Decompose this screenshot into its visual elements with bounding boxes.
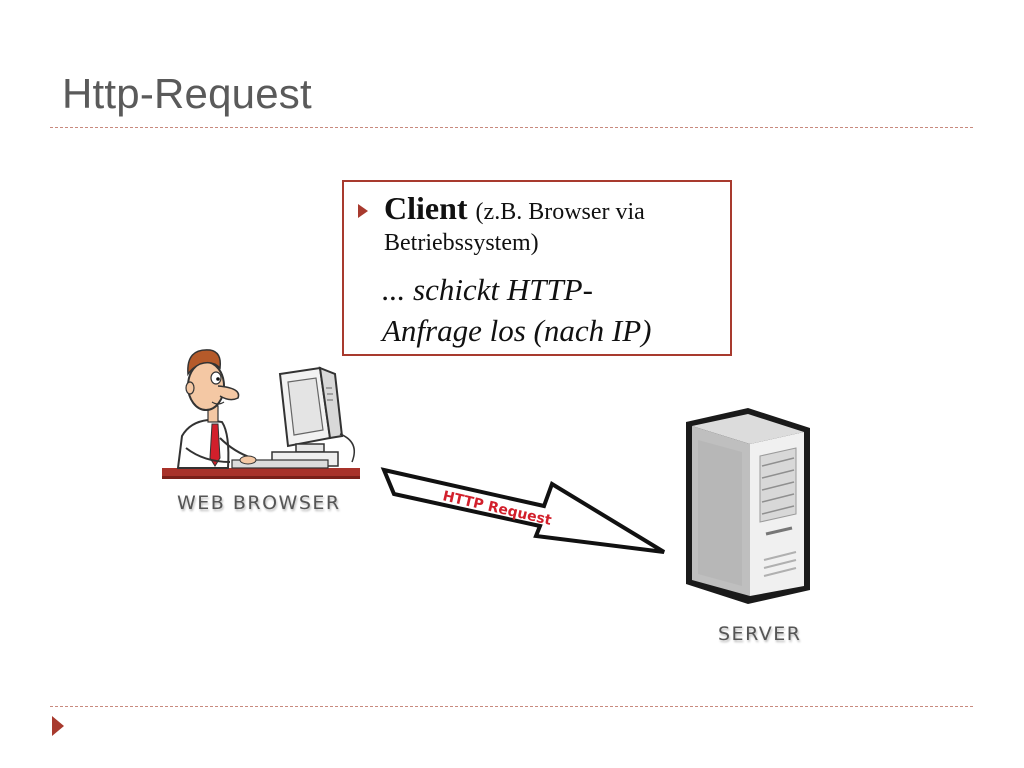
http-request-arrow: HTTP Request — [380, 467, 666, 554]
title-divider — [50, 127, 973, 128]
italic-line-2: Anfrage los (nach IP) — [382, 313, 652, 348]
slide-title: Http-Request — [62, 70, 312, 117]
web-browser-label: WEB BROWSER — [177, 492, 341, 514]
server-illustration — [686, 408, 810, 604]
bullet-line-2: Betriebssystem) — [384, 230, 539, 256]
bullet-arrow-icon — [358, 204, 368, 218]
footer-arrow-icon — [52, 716, 64, 736]
web-browser-user-illustration — [162, 349, 360, 479]
client-term: Client — [384, 190, 468, 226]
server-label: SERVER — [718, 623, 802, 645]
bullet-line-1: Client (z.B. Browser via — [384, 190, 645, 227]
italic-line-1: ... schickt HTTP- — [382, 272, 593, 307]
callout-box: Client(z.B. Browser via Betriebssystem) … — [342, 180, 732, 356]
footer-divider — [50, 706, 973, 707]
client-detail: (z.B. Browser via — [475, 199, 645, 225]
